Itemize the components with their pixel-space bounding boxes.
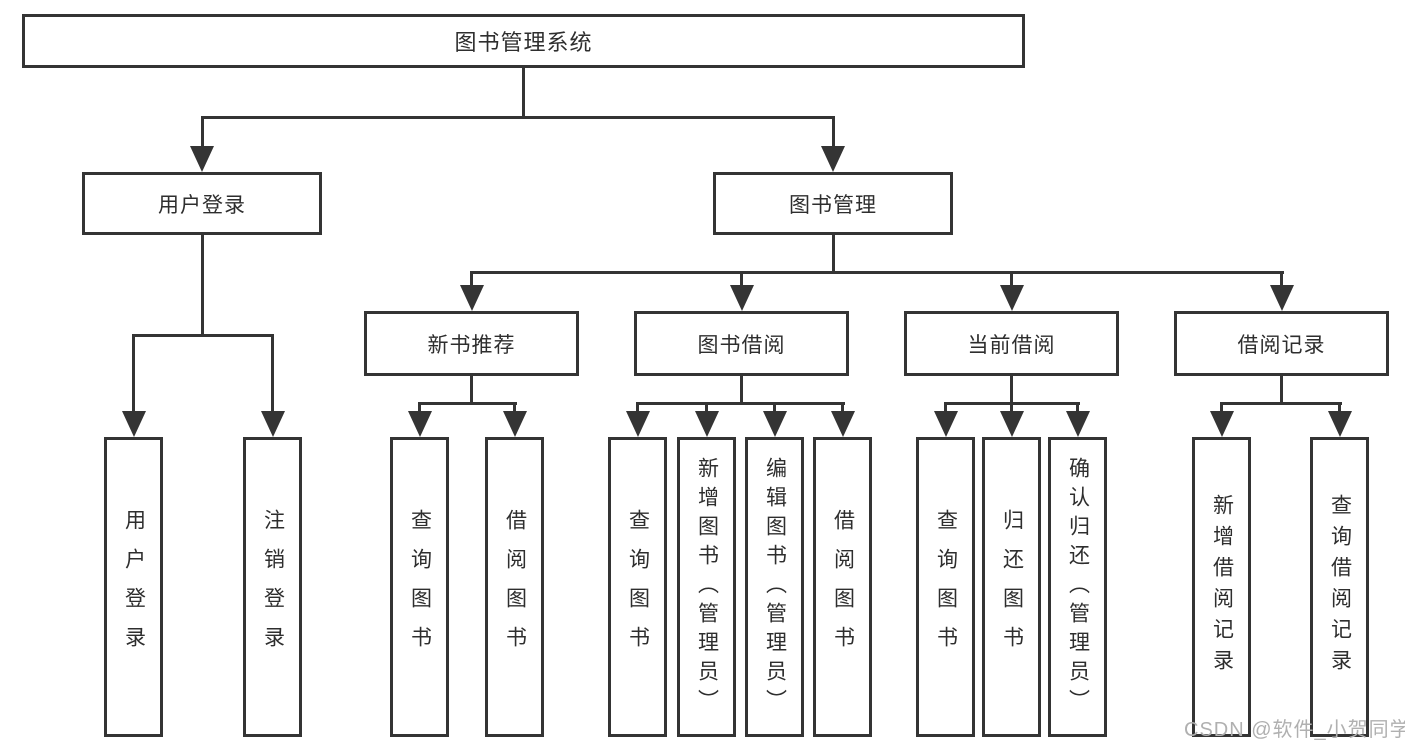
connector-bookmgmt-stem (831, 235, 835, 273)
arrow-down-icon (1065, 411, 1090, 437)
connector-nbr-drop-1 (418, 401, 421, 415)
connector-userlogin-stem (200, 235, 204, 335)
leaf-cb-return-books: 归还图书 (982, 437, 1041, 737)
leaf-br-add-record: 新增借阅记录 (1192, 437, 1251, 737)
connector-cb-stem (1010, 376, 1013, 403)
connector-bb-drop-3 (773, 401, 776, 415)
connector-bookmgmt-drop-3 (1010, 271, 1013, 288)
arrow-down-icon (830, 411, 855, 437)
arrow-down-icon (999, 411, 1024, 437)
connector-bb-drop-1 (636, 401, 639, 415)
leaf-user-login: 用户登录 (104, 437, 163, 737)
csdn-watermark: CSDN @软件_小贺同学 (1184, 719, 1405, 741)
connector-userlogin-drop-2 (271, 333, 274, 414)
node-user-login: 用户登录 (82, 172, 322, 235)
connector-bb-stem (740, 376, 743, 403)
leaf-nbr-query-books: 查询图书 (390, 437, 449, 737)
connector-bookmgmt-drop-1 (470, 271, 473, 288)
leaf-bb-borrow-books: 借阅图书 (813, 437, 872, 737)
leaf-logout: 注销登录 (243, 437, 302, 737)
connector-bookmgmt-bar (470, 271, 1284, 274)
arrow-down-icon (1327, 411, 1352, 437)
leaf-bb-edit-books-admin: 编辑图书（管理员） (745, 437, 804, 737)
arrow-down-icon (625, 411, 650, 437)
arrow-down-icon (502, 411, 527, 437)
connector-cb-drop-2 (1010, 401, 1013, 415)
leaf-br-query-record: 查询借阅记录 (1310, 437, 1369, 737)
connector-userlogin-bar (132, 333, 274, 337)
connector-cb-drop-1 (944, 401, 947, 415)
arrow-down-icon (999, 285, 1024, 311)
connector-bb-drop-2 (705, 401, 708, 415)
arrow-down-icon (260, 411, 285, 437)
leaf-nbr-borrow-books: 借阅图书 (485, 437, 544, 737)
arrow-down-icon (407, 411, 432, 437)
arrow-down-icon (821, 146, 845, 172)
arrow-down-icon (933, 411, 958, 437)
connector-br-bar (1220, 401, 1342, 405)
leaf-bb-add-books-admin: 新增图书（管理员） (677, 437, 736, 737)
node-root: 图书管理系统 (22, 14, 1025, 68)
connector-root-bar (200, 116, 835, 119)
connector-userlogin-drop-1 (132, 333, 135, 414)
connector-nbr-drop-2 (513, 401, 516, 415)
connector-br-drop-2 (1338, 401, 1341, 415)
connector-bookmgmt-drop-2 (740, 271, 743, 288)
arrow-down-icon (729, 285, 754, 311)
connector-br-stem (1280, 376, 1283, 403)
node-new-book-recommend: 新书推荐 (364, 311, 579, 376)
node-borrowing-records: 借阅记录 (1174, 311, 1389, 376)
connector-root-drop-right (831, 116, 835, 149)
leaf-cb-query-books: 查询图书 (916, 437, 975, 737)
connector-root-drop-left (200, 116, 204, 149)
connector-bb-bar (636, 401, 845, 405)
connector-nbr-bar (418, 401, 517, 405)
arrow-down-icon (190, 146, 214, 172)
node-current-borrowing: 当前借阅 (904, 311, 1119, 376)
node-book-borrowing: 图书借阅 (634, 311, 849, 376)
connector-br-drop-1 (1220, 401, 1223, 415)
connector-root-stem (521, 68, 525, 118)
connector-nbr-stem (470, 376, 473, 403)
arrow-down-icon (762, 411, 787, 437)
connector-bb-drop-4 (841, 401, 844, 415)
arrow-down-icon (121, 411, 146, 437)
leaf-bb-query-books: 查询图书 (608, 437, 667, 737)
arrow-down-icon (1269, 285, 1294, 311)
arrow-down-icon (459, 285, 484, 311)
connector-bookmgmt-drop-4 (1280, 271, 1283, 288)
node-book-management: 图书管理 (713, 172, 953, 235)
arrow-down-icon (1209, 411, 1234, 437)
leaf-cb-confirm-return-admin: 确认归还（管理员） (1048, 437, 1107, 737)
arrow-down-icon (694, 411, 719, 437)
connector-cb-drop-3 (1076, 401, 1079, 415)
